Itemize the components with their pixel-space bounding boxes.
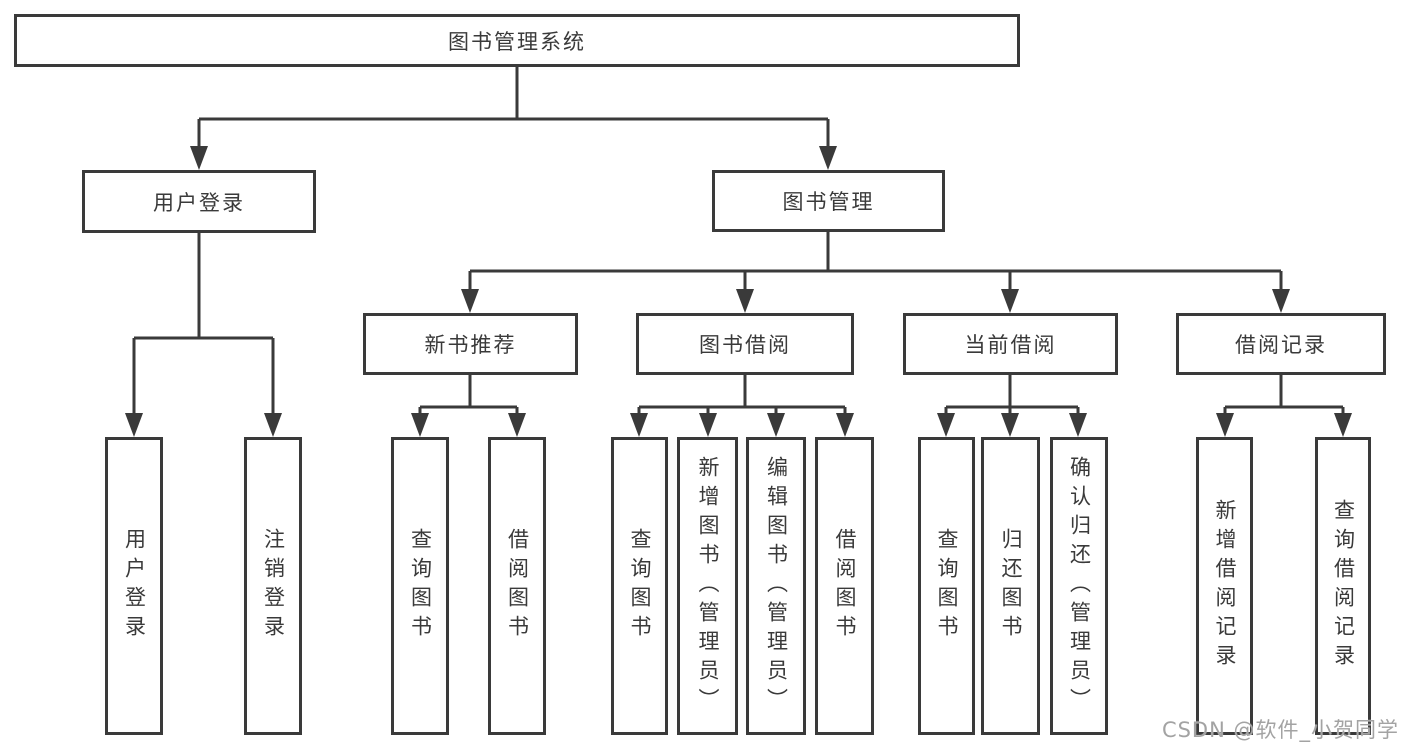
leaf-query-borrow-record-label: 查询借阅记录 — [1331, 499, 1356, 673]
leaf-edit-books-admin-label: 编辑图书（管理员） — [764, 455, 789, 717]
arrowhead-leaf-g2-2 — [508, 413, 526, 437]
arrowhead-user-login — [190, 146, 208, 170]
arrowhead-new-book — [461, 289, 479, 313]
arrowhead-leaf-g2-1 — [411, 413, 429, 437]
arrowhead-leaf-login — [125, 413, 143, 437]
node-borrowing-records: 借阅记录 — [1176, 313, 1386, 375]
leaf-borrow-books-recommend: 借阅图书 — [488, 437, 546, 735]
leaf-edit-books-admin: 编辑图书（管理员） — [746, 437, 806, 735]
node-root: 图书管理系统 — [14, 14, 1020, 67]
node-user-login: 用户登录 — [82, 170, 316, 233]
leaf-query-books-borrowing: 查询图书 — [611, 437, 668, 735]
node-current-borrowing-label: 当前借阅 — [964, 333, 1057, 357]
node-root-label: 图书管理系统 — [448, 29, 586, 54]
node-user-login-label: 用户登录 — [153, 190, 245, 215]
leaf-add-borrow-record: 新增借阅记录 — [1196, 437, 1253, 735]
leaf-add-books-admin: 新增图书（管理员） — [677, 437, 738, 735]
node-book-management-label: 图书管理 — [782, 190, 875, 214]
leaf-query-books-current: 查询图书 — [918, 437, 975, 735]
leaf-query-books-recommend-label: 查询图书 — [408, 528, 433, 644]
arrowhead-leaf-logout — [264, 413, 282, 437]
arrowhead-book-management — [819, 146, 837, 170]
leaf-confirm-return-admin-label: 确认归还（管理员） — [1067, 455, 1092, 717]
arrowhead-leaf-g5-1 — [1216, 413, 1234, 437]
arrowhead-current-borrowing — [1001, 289, 1019, 313]
node-book-borrowing: 图书借阅 — [636, 313, 854, 375]
arrowhead-leaf-g3-1 — [630, 413, 648, 437]
leaf-borrow-books-recommend-label: 借阅图书 — [505, 528, 530, 644]
leaf-user-login-label: 用户登录 — [122, 528, 147, 644]
arrowhead-leaf-g4-1 — [937, 413, 955, 437]
node-current-borrowing: 当前借阅 — [903, 313, 1118, 375]
csdn-watermark: CSDN @软件_小贺同学 — [1161, 718, 1399, 742]
leaf-borrow-books-label: 借阅图书 — [833, 528, 857, 644]
leaf-return-books: 归还图书 — [981, 437, 1040, 735]
arrowhead-book-borrowing — [736, 289, 754, 313]
leaf-borrow-books: 借阅图书 — [815, 437, 874, 735]
leaf-add-books-admin-label: 新增图书（管理员） — [696, 455, 720, 717]
arrowhead-leaf-g3-4 — [836, 413, 854, 437]
node-book-borrowing-label: 图书借阅 — [699, 333, 791, 357]
leaf-logout-label: 注销登录 — [261, 528, 286, 644]
leaf-user-login: 用户登录 — [105, 437, 163, 735]
node-new-book-recommend: 新书推荐 — [363, 313, 578, 375]
arrowhead-leaf-g3-2 — [699, 413, 717, 437]
node-borrowing-records-label: 借阅记录 — [1235, 333, 1327, 357]
arrowhead-leaf-g3-3 — [767, 413, 785, 437]
node-book-management: 图书管理 — [712, 170, 945, 232]
node-new-book-recommend-label: 新书推荐 — [424, 333, 517, 357]
arrowhead-leaf-g4-2 — [1001, 413, 1019, 437]
leaf-add-borrow-record-label: 新增借阅记录 — [1213, 499, 1237, 673]
leaf-query-borrow-record: 查询借阅记录 — [1315, 437, 1371, 735]
leaf-query-books-borrowing-label: 查询图书 — [628, 528, 652, 644]
leaf-query-books-recommend: 查询图书 — [391, 437, 449, 735]
leaf-confirm-return-admin: 确认归还（管理员） — [1050, 437, 1108, 735]
leaf-query-books-current-label: 查询图书 — [935, 528, 959, 644]
leaf-return-books-label: 归还图书 — [999, 528, 1023, 644]
arrowhead-leaf-g5-2 — [1334, 413, 1352, 437]
leaf-logout: 注销登录 — [244, 437, 302, 735]
arrowhead-borrowing-records — [1272, 289, 1290, 313]
arrowhead-leaf-g4-3 — [1069, 413, 1087, 437]
